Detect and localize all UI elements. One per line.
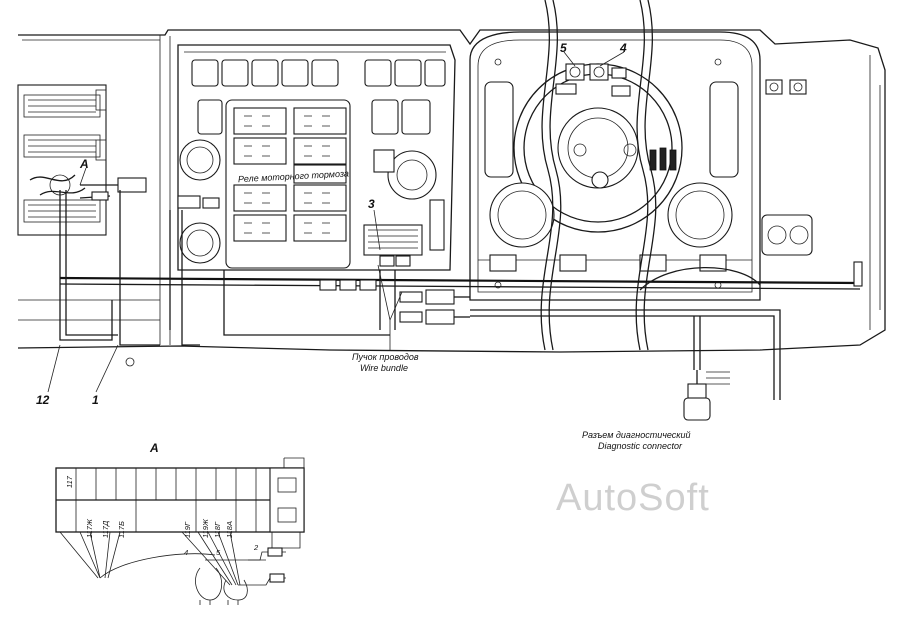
central-panel: Реле моторного тормоза <box>177 44 456 271</box>
callout-12: 12 <box>36 393 50 407</box>
callout-3: 3 <box>368 197 375 211</box>
diagnostic-connector <box>683 370 730 421</box>
left-fuse-block <box>17 84 107 236</box>
wire-117b: 117Б <box>117 521 126 538</box>
wire-118a: 118А <box>225 521 234 538</box>
instrument-cluster <box>469 31 761 301</box>
wire-117zh: 117Ж <box>85 518 94 538</box>
right-panel <box>761 79 813 256</box>
wire-119g: 119Г <box>183 521 192 538</box>
callout-A: A <box>79 157 89 171</box>
callout-1: 1 <box>92 393 99 407</box>
dashboard-outline <box>17 29 886 353</box>
wire-118g: 118Г <box>213 521 222 538</box>
main-wire-bundle <box>47 51 863 421</box>
detail-A-title: А <box>149 441 159 455</box>
detail-num-2: 2 <box>253 543 259 552</box>
diagnostic-connector-label-en: Diagnostic connector <box>598 441 683 451</box>
detail-num-4: 4 <box>184 548 188 557</box>
callout-4: 4 <box>619 41 627 55</box>
wire-119zh: 119Ж <box>201 518 210 538</box>
wire-117d: 117Д <box>101 520 110 538</box>
break-lines <box>540 0 657 351</box>
watermark: AutoSoft <box>556 477 710 519</box>
warning-lamps <box>649 147 677 171</box>
wire-bundle-label-ru: Пучок проводов <box>352 352 419 362</box>
callout-5: 5 <box>560 41 567 55</box>
detail-num-5: 5 <box>216 548 221 557</box>
diagnostic-connector-label-ru: Разъем диагностический <box>582 430 691 440</box>
switch-row <box>191 59 446 135</box>
detail-view-A: А 117 117Ж 117Д 117Б 119Г 119Ж 118Г 118А… <box>55 441 305 605</box>
wire-bundle-label-en: Wire bundle <box>360 363 408 373</box>
connector-A <box>79 177 147 201</box>
relay-block: Реле моторного тормоза <box>225 99 351 269</box>
wire-117: 117 <box>65 475 74 488</box>
